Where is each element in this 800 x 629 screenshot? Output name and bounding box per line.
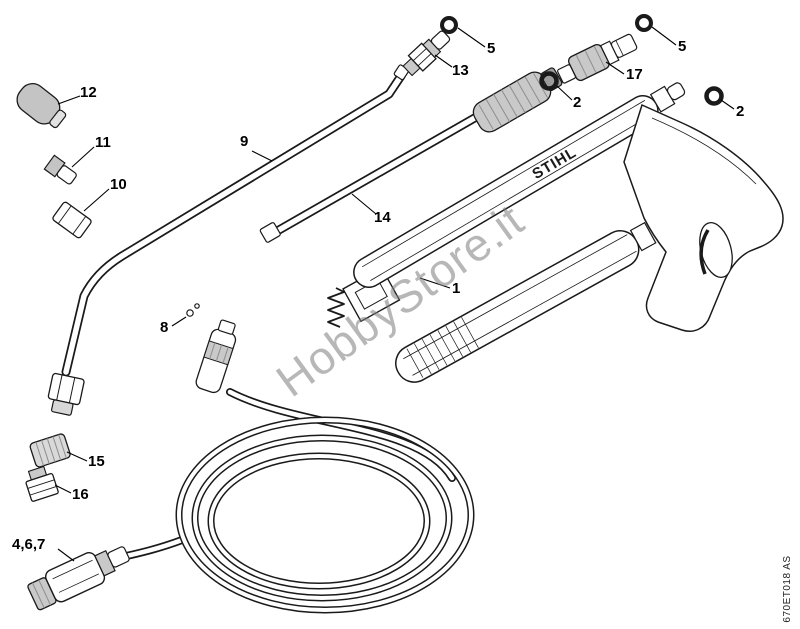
part-label-5a: 5 <box>487 40 496 57</box>
leader-line-5a <box>457 27 486 48</box>
nozzle-cap-drawing <box>16 83 67 129</box>
o-ring-5b-drawing <box>635 14 653 32</box>
hose-connector-drawing <box>27 546 130 611</box>
leader-line-16 <box>54 484 72 494</box>
part-label-15: 15 <box>88 453 105 470</box>
spray-gun-drawing: STIHL <box>327 82 784 383</box>
part-label-5b: 5 <box>678 38 687 55</box>
high-pressure-hose-drawing <box>106 388 475 614</box>
part-label-2a: 2 <box>573 94 582 111</box>
leader-lines <box>54 26 735 562</box>
part-label-1: 1 <box>452 280 461 297</box>
part-label-13: 13 <box>452 62 469 79</box>
detent-parts-drawing <box>186 303 200 317</box>
leader-line-2a <box>556 85 573 101</box>
coupling-nipple-drawing <box>402 30 451 77</box>
leader-line-2b <box>720 99 735 110</box>
part-label-16: 16 <box>72 486 89 503</box>
union-nut-drawing <box>29 433 71 468</box>
part-label-10: 10 <box>110 176 127 193</box>
part-label-467: 4,6,7 <box>12 536 46 553</box>
o-ring-2b-drawing <box>704 86 724 106</box>
o-ring-5a-drawing <box>440 16 458 34</box>
nozzle-sleeve-drawing <box>52 201 92 239</box>
part-label-8: 8 <box>160 319 169 336</box>
part-label-17: 17 <box>626 66 643 83</box>
leader-line-9 <box>251 150 273 162</box>
spray-lance-drawing <box>259 67 563 243</box>
document-code: 670ET018 AS <box>782 555 793 623</box>
leader-line-15 <box>66 451 88 462</box>
part-label-11: 11 <box>95 134 111 151</box>
quick-coupling-drawing <box>557 33 638 84</box>
bent-spray-lance-drawing <box>47 64 410 416</box>
leader-line-8 <box>171 316 187 327</box>
spray-nozzle-drawing <box>43 154 77 185</box>
hose-swivel-connector-drawing <box>195 319 237 394</box>
leader-line-11 <box>71 146 95 168</box>
part-label-9: 9 <box>240 133 249 150</box>
leader-line-14 <box>351 193 377 215</box>
leader-line-10 <box>83 188 110 212</box>
nipple-drawing <box>25 465 59 502</box>
part-label-2b: 2 <box>736 103 745 120</box>
leader-line-467 <box>57 548 75 562</box>
part-label-12: 12 <box>80 84 97 101</box>
leader-line-13 <box>434 54 453 68</box>
leader-line-1 <box>419 277 451 289</box>
o-ring-2a-drawing <box>539 71 559 91</box>
leader-line-17 <box>605 61 625 75</box>
leader-line-12 <box>57 95 81 105</box>
part-label-14: 14 <box>374 209 391 226</box>
leader-line-5b <box>651 26 677 46</box>
